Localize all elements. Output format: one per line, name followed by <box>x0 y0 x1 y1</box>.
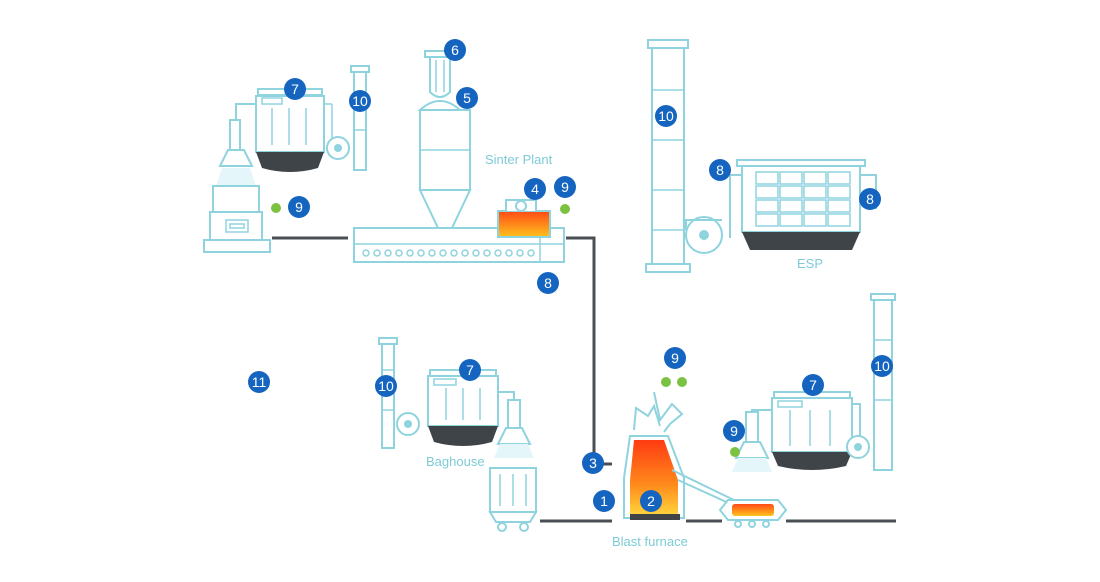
svg-text:3: 3 <box>589 455 597 471</box>
esp-plate <box>779 199 803 213</box>
svg-text:10: 10 <box>352 93 368 109</box>
label-baghouse: Baghouse <box>426 454 485 469</box>
esp-plate <box>755 171 779 185</box>
esp-plate <box>827 185 851 199</box>
sinter-strand <box>353 199 565 263</box>
marker-7-top: 7 <box>284 78 306 100</box>
marker-8-esp-left: 8 <box>709 159 731 181</box>
marker-9-right: 9 <box>723 420 745 442</box>
label-esp: ESP <box>797 256 823 271</box>
marker-7-baghouse: 7 <box>459 359 481 381</box>
esp-plate <box>827 199 851 213</box>
stack-esp <box>645 39 691 273</box>
sinter-silo <box>417 50 472 229</box>
emission-dots <box>271 203 740 457</box>
strand-roller <box>483 249 491 257</box>
marker-9-left: 9 <box>288 196 310 218</box>
svg-text:8: 8 <box>716 162 724 178</box>
marker-9-sinter: 9 <box>554 176 576 198</box>
emission-dot <box>560 204 570 214</box>
marker-11: 11 <box>248 371 270 393</box>
esp-plate <box>755 185 779 199</box>
svg-text:10: 10 <box>658 108 674 124</box>
esp-plate <box>779 185 803 199</box>
svg-text:10: 10 <box>874 358 890 374</box>
emission-dot <box>271 203 281 213</box>
strand-roller <box>494 249 502 257</box>
svg-text:9: 9 <box>561 179 569 195</box>
svg-text:6: 6 <box>451 42 459 58</box>
strand-roller <box>527 249 535 257</box>
esp-plate <box>803 185 827 199</box>
strand-roller <box>384 249 392 257</box>
svg-text:7: 7 <box>809 377 817 393</box>
strand-roller <box>362 249 370 257</box>
strand-roller <box>417 249 425 257</box>
marker-8-sinter: 8 <box>537 272 559 294</box>
esp-plate <box>755 199 779 213</box>
strand-roller <box>450 249 458 257</box>
baghouse-right <box>732 293 896 472</box>
strand-roller <box>461 249 469 257</box>
torpedo-car <box>718 499 788 528</box>
strand-roller <box>373 249 381 257</box>
marker-3: 3 <box>582 452 604 474</box>
emission-dot <box>677 377 687 387</box>
esp-plate <box>779 213 803 227</box>
marker-2: 2 <box>640 490 662 512</box>
svg-text:8: 8 <box>544 275 552 291</box>
hopper-cart <box>488 467 538 532</box>
esp-plate <box>827 171 851 185</box>
marker-10-baghouse: 10 <box>375 375 397 397</box>
strand-roller <box>505 249 513 257</box>
marker-6: 6 <box>444 39 466 61</box>
svg-text:5: 5 <box>463 90 471 106</box>
marker-7-right: 7 <box>802 374 824 396</box>
esp-plate <box>803 213 827 227</box>
svg-text:9: 9 <box>671 350 679 366</box>
marker-4: 4 <box>524 178 546 200</box>
strand-roller <box>395 249 403 257</box>
esp-unit <box>685 159 877 254</box>
marker-10-right: 10 <box>871 355 893 377</box>
label-sinter-plant: Sinter Plant <box>485 152 553 167</box>
marker-10-esp: 10 <box>655 105 677 127</box>
esp-plate <box>827 213 851 227</box>
esp-plate <box>779 171 803 185</box>
label-blast-furnace: Blast furnace <box>612 534 688 549</box>
svg-text:9: 9 <box>295 199 303 215</box>
strand-roller <box>439 249 447 257</box>
strand-roller <box>406 249 414 257</box>
marker-9-furnace: 9 <box>664 347 686 369</box>
strand-roller <box>516 249 524 257</box>
svg-text:10: 10 <box>378 378 394 394</box>
esp-plate <box>803 199 827 213</box>
svg-text:1: 1 <box>600 493 608 509</box>
marker-1: 1 <box>593 490 615 512</box>
esp-plate <box>803 171 827 185</box>
svg-text:8: 8 <box>866 191 874 207</box>
emission-dot <box>730 447 740 457</box>
svg-text:7: 7 <box>291 81 299 97</box>
pipelines <box>272 236 896 523</box>
svg-text:9: 9 <box>730 423 738 439</box>
svg-text:4: 4 <box>531 181 539 197</box>
baghouse-middle <box>378 337 534 458</box>
markers: 7 10 9 6 5 4 9 8 10 8 8 11 10 7 9 3 1 2 … <box>248 39 893 512</box>
strand-roller <box>428 249 436 257</box>
strand-roller <box>472 249 480 257</box>
svg-text:2: 2 <box>647 493 655 509</box>
svg-text:7: 7 <box>466 362 474 378</box>
emission-dot <box>661 377 671 387</box>
marker-10-top: 10 <box>349 90 371 112</box>
marker-8-esp-right: 8 <box>859 188 881 210</box>
svg-text:11: 11 <box>252 374 267 390</box>
marker-5: 5 <box>456 87 478 109</box>
feed-unit-left <box>203 185 271 253</box>
esp-plate <box>755 213 779 227</box>
labels: Sinter Plant ESP Baghouse Blast furnace <box>426 152 823 549</box>
